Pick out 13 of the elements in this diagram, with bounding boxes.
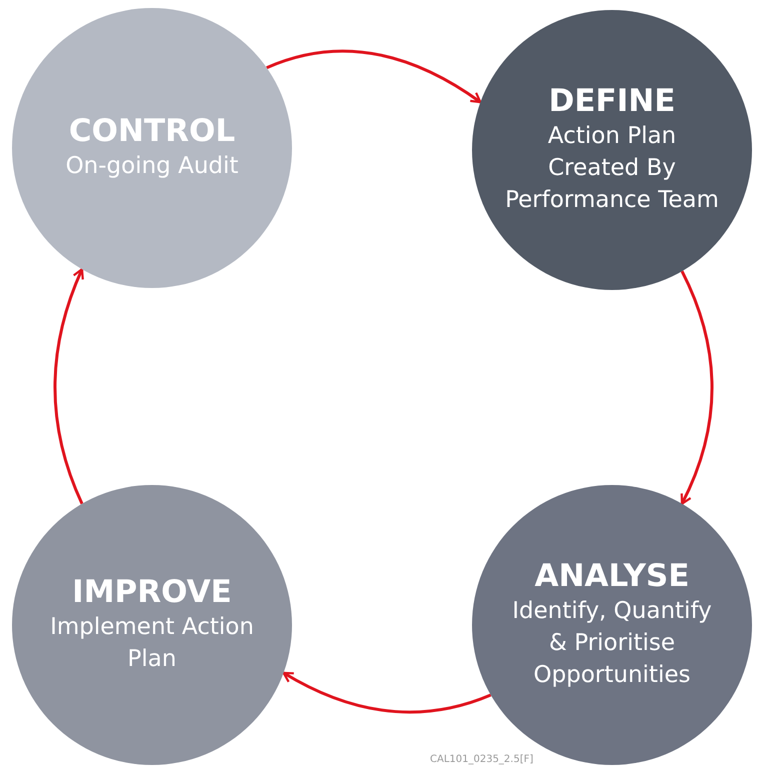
arrow: [680, 270, 714, 505]
phase-title: IMPROVE: [72, 574, 232, 611]
phase-title: DEFINE: [548, 84, 676, 120]
phase-description: Identify, Quantify & Prioritise Opportunities: [511, 596, 713, 690]
phase-title: CONTROL: [68, 114, 236, 150]
arrow: [54, 268, 84, 504]
phase-description: On-going Audit: [66, 152, 238, 181]
figure-code: CAL101_0235_2.5[F]: [430, 754, 534, 765]
phase-title: ANALYSE: [534, 558, 690, 595]
arrow: [266, 50, 482, 104]
phase-description: Action Plan Created By Performance Team: [504, 122, 720, 215]
phase-description: Implement Action Plan: [49, 612, 255, 674]
arrow: [282, 672, 492, 714]
